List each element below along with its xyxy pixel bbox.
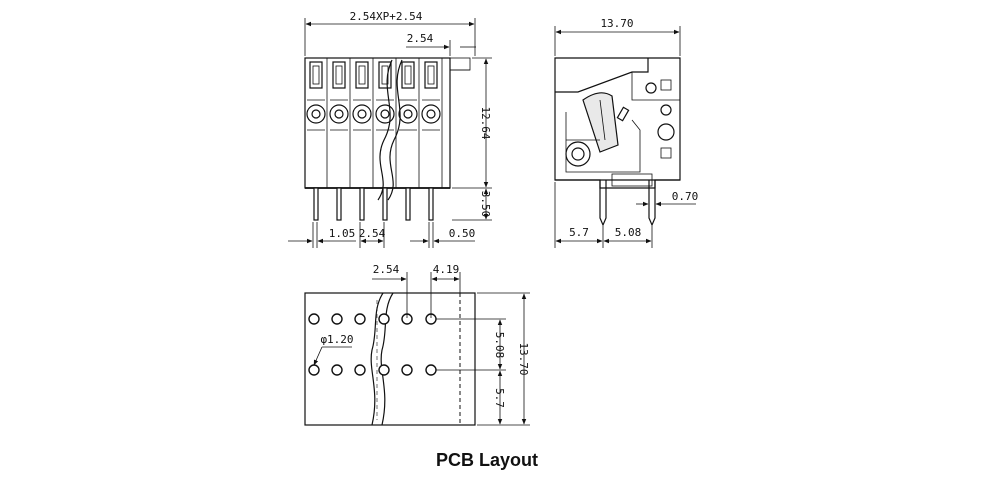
solder-pin xyxy=(313,187,319,221)
pcb-hole xyxy=(401,364,413,376)
dim-row-spacing: 5.08 xyxy=(493,332,506,359)
pcb-hole-group xyxy=(308,313,437,376)
pcb-hole xyxy=(308,364,320,376)
dim-pin-width: 1.05 xyxy=(329,227,356,240)
pcb-hole xyxy=(354,313,366,325)
side-view: 13.70 0.70 5.7 5.08 xyxy=(554,17,699,248)
solder-pin xyxy=(336,187,342,221)
dim-offset-front: 5.7 xyxy=(569,226,589,239)
dim-pin-length: 3.50 xyxy=(479,191,492,218)
dim-row-offset: 5.7 xyxy=(493,388,506,408)
pcb-break-line-right xyxy=(380,292,394,426)
solder-pin xyxy=(405,187,411,221)
dim-pcb-pitch: 2.54 xyxy=(373,263,400,276)
dim-edge-offset: 4.19 xyxy=(433,263,460,276)
pcb-layout: 2.54 4.19 φ1.20 5.08 5.7 13.70 PCB Layou… xyxy=(304,263,538,470)
dim-depth: 13.70 xyxy=(600,17,633,30)
dim-total-depth: 13.70 xyxy=(517,342,530,375)
dim-pin-diameter: 0.70 xyxy=(672,190,699,203)
front-view: 2.54XP+2.54 2.54 12.64 3.50 1.05 2.54 0.… xyxy=(288,10,492,248)
pcb-hole xyxy=(425,364,437,376)
solder-pin xyxy=(359,187,365,221)
dim-hole-diameter: φ1.20 xyxy=(320,333,353,346)
release-lever xyxy=(582,92,619,153)
pcb-hole xyxy=(308,313,320,325)
pcb-hole xyxy=(354,364,366,376)
pcb-hole xyxy=(378,364,390,376)
side-pin-front xyxy=(599,180,607,227)
dim-bottom-pitch: 2.54 xyxy=(359,227,386,240)
front-pole-group xyxy=(306,58,443,221)
dim-pin-spacing: 5.08 xyxy=(615,226,642,239)
dim-pitch-formula: 2.54XP+2.54 xyxy=(350,10,423,23)
side-pin-rear xyxy=(648,180,656,227)
dim-pin-thickness: 0.50 xyxy=(449,227,476,240)
solder-pin xyxy=(428,187,434,221)
break-line-right xyxy=(387,59,403,201)
pcb-outline xyxy=(304,292,476,426)
pcb-layout-caption: PCB Layout xyxy=(436,450,538,470)
pcb-hole xyxy=(378,313,390,325)
pcb-hole xyxy=(331,313,343,325)
break-line-left xyxy=(377,59,393,201)
pcb-hole xyxy=(331,364,343,376)
dim-top-pitch: 2.54 xyxy=(407,32,434,45)
solder-pin xyxy=(382,187,388,221)
dim-height: 12.64 xyxy=(479,106,492,139)
